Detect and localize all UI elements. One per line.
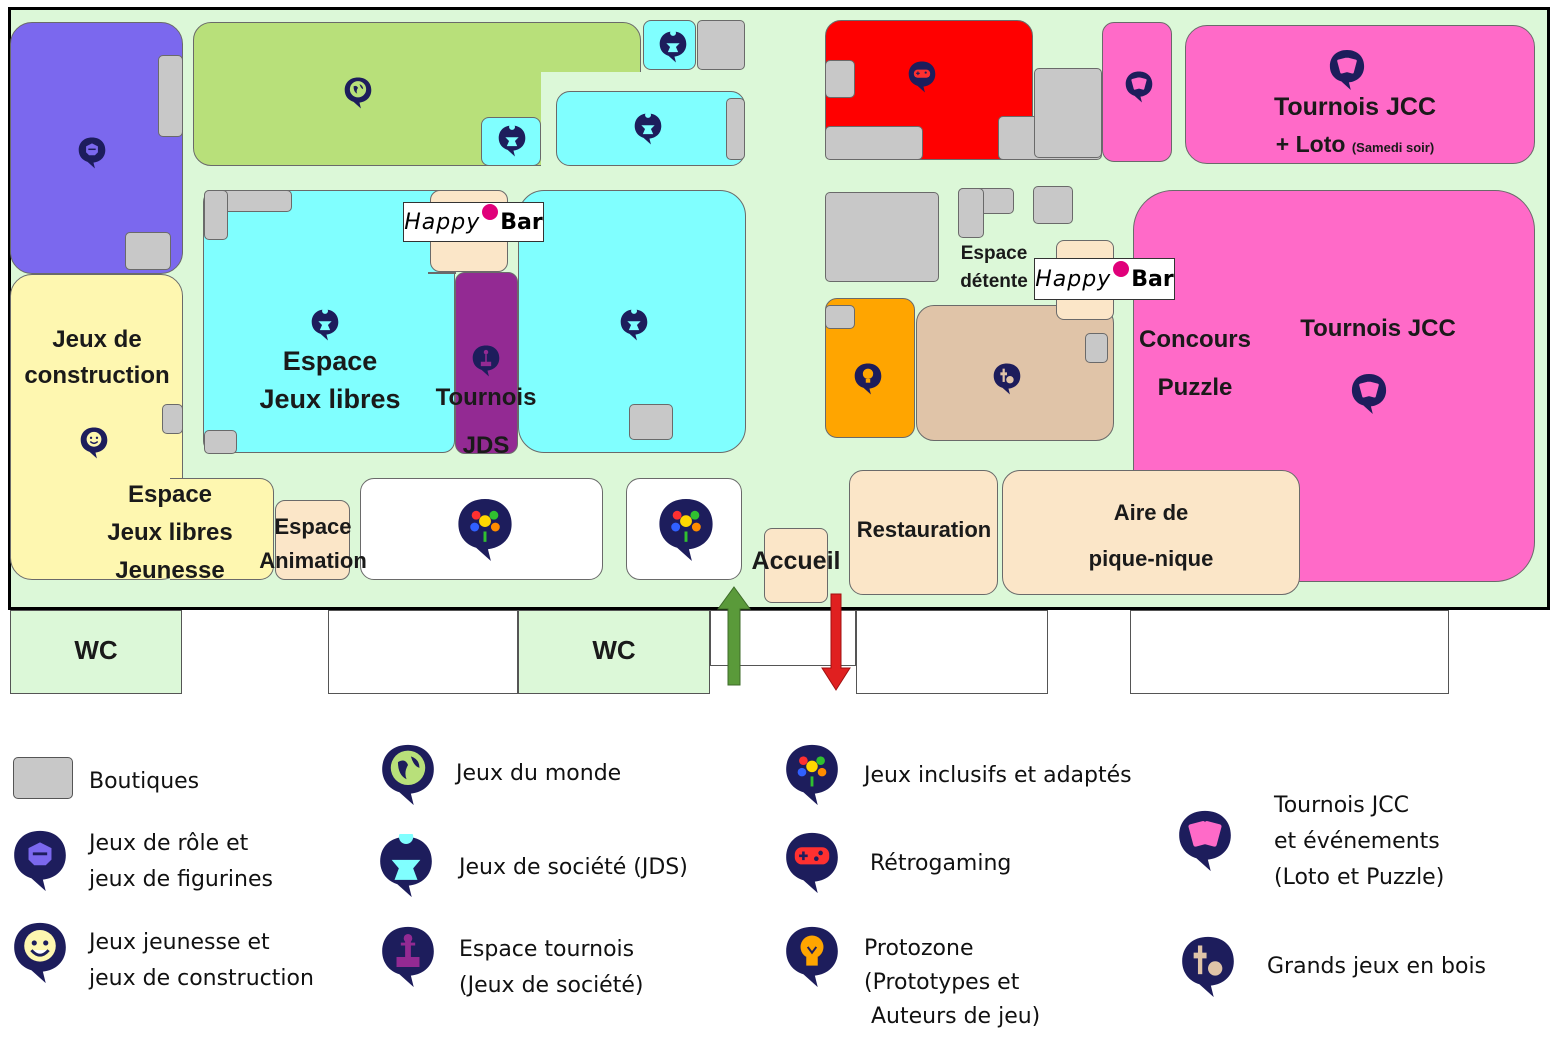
- legend-bois: Grands jeux en bois: [1267, 954, 1487, 979]
- shop[interactable]: [204, 430, 237, 454]
- inclusifs-icon: [782, 742, 842, 808]
- jds-icon: [658, 30, 688, 64]
- shop[interactable]: [825, 126, 923, 160]
- label-tournoi-jds: Tournois JDS: [435, 384, 537, 459]
- label-detente: Espace détente: [960, 243, 1028, 292]
- retro-icon: [782, 830, 842, 896]
- shop[interactable]: [1085, 333, 1108, 363]
- legend-jds: Jeux de société (JDS): [459, 855, 688, 880]
- bois-icon: [1178, 934, 1238, 1000]
- legend-monde: Jeux du monde: [456, 761, 622, 786]
- jcc-icon: [1175, 808, 1235, 874]
- legend-proto: Protozone (Prototypes et Auteurs de jeu): [864, 936, 1041, 1029]
- wc-left-label: WC: [74, 635, 118, 665]
- zone-pique-nique[interactable]: [1002, 470, 1300, 595]
- jcc-icon: [1124, 70, 1154, 104]
- tournoi-icon: [471, 344, 501, 378]
- bar-dot-icon: [1113, 261, 1130, 277]
- exit-arrow-icon: [821, 593, 851, 691]
- shop[interactable]: [162, 404, 183, 434]
- room-bottom: [856, 610, 1048, 694]
- shop[interactable]: [125, 232, 171, 270]
- legend-jcc: Tournois JCC et événements (Loto et Puzz…: [1274, 793, 1445, 890]
- shop[interactable]: [158, 55, 183, 137]
- happy-bar-text: Happy: [1035, 266, 1112, 292]
- protozone-icon: [853, 362, 883, 396]
- zone-restauration[interactable]: [849, 470, 998, 595]
- wc-left[interactable]: [10, 610, 182, 694]
- legend-role: Jeux de rôle et jeux de figurines: [89, 831, 273, 892]
- jeux-role-icon: [77, 136, 107, 170]
- zone-jeunesse[interactable]: [10, 274, 183, 580]
- zone-jeunesse-extension: [170, 478, 274, 580]
- label-restauration: Restauration: [856, 517, 992, 542]
- bar-text: Bar: [500, 209, 543, 235]
- zone-accueil[interactable]: [764, 528, 828, 603]
- label-jcc-right: Tournois JCC: [1300, 315, 1456, 342]
- zone-animation[interactable]: [275, 500, 350, 580]
- room-bottom: [328, 610, 518, 694]
- room-bottom: [1130, 610, 1449, 694]
- zone-jcc-top[interactable]: [1185, 25, 1535, 164]
- shop[interactable]: [1034, 68, 1102, 158]
- shop[interactable]: [629, 404, 673, 440]
- jcc-icon: [1328, 48, 1366, 92]
- legend-jeunesse: Jeux jeunesse et jeux de construction: [89, 930, 314, 991]
- bar-text: Bar: [1131, 266, 1174, 292]
- label-jeunesse: Espace Jeux libres Jeunesse: [107, 481, 233, 584]
- label-animation: Espace Animation: [259, 514, 367, 573]
- label-concours: Concours Puzzle: [1138, 326, 1251, 401]
- label-jcc-top: Tournois JCC: [1273, 93, 1437, 121]
- shop[interactable]: [697, 20, 745, 70]
- jeux-bois-icon: [992, 362, 1022, 396]
- shop[interactable]: [726, 98, 745, 160]
- jcc-icon: [1350, 372, 1388, 416]
- retrogaming-icon: [907, 60, 937, 94]
- protozone-icon: [782, 924, 842, 990]
- jeunesse-icon: [10, 920, 70, 986]
- legend-boutiques: Boutiques: [89, 769, 200, 794]
- jeux-monde-icon: [343, 76, 373, 110]
- shop[interactable]: [1033, 186, 1073, 224]
- label-pique-nique: Aire de pique-nique: [1088, 500, 1214, 571]
- legend-inclusifs: Jeux inclusifs et adaptés: [864, 763, 1132, 788]
- jds-icon: [376, 834, 436, 900]
- jds-icon: [310, 308, 340, 342]
- shop[interactable]: [825, 305, 855, 329]
- jds-icon: [619, 308, 649, 342]
- tournoi-icon: [378, 924, 438, 990]
- legend-boutiques-swatch: [13, 757, 73, 799]
- wc-middle[interactable]: [518, 610, 710, 694]
- entrance-arrow-icon: [717, 586, 751, 686]
- label-accueil: Accueil: [751, 547, 841, 575]
- inclusifs-icon: [656, 496, 716, 564]
- wc-middle-label: WC: [592, 635, 636, 665]
- happy-bar-text: Happy: [404, 209, 481, 235]
- legend-retro: Rétrogaming: [870, 851, 1012, 876]
- jeux-jeunesse-icon: [79, 426, 109, 460]
- happy-bar-left[interactable]: Happy Bar: [403, 202, 544, 242]
- label-loto-note: (Samedi soir): [1351, 140, 1435, 155]
- shop[interactable]: [825, 60, 855, 98]
- jds-icon: [497, 124, 527, 158]
- happy-bar-right[interactable]: Happy Bar: [1034, 258, 1175, 300]
- jds-icon: [633, 112, 663, 146]
- label-loto-text: + Loto: [1275, 131, 1346, 157]
- shop[interactable]: [204, 190, 228, 240]
- label-jeux-libres: Espace Jeux libres: [259, 346, 401, 414]
- label-construction: Jeux de construction: [24, 326, 170, 389]
- role-icon: [10, 828, 70, 894]
- monde-icon: [378, 742, 438, 808]
- bar-dot-icon: [482, 204, 499, 220]
- zone-jds-connector: [428, 272, 456, 274]
- shop[interactable]: [825, 192, 939, 282]
- shop[interactable]: [958, 188, 984, 238]
- legend-tournoi: Espace tournois (Jeux de société): [459, 937, 644, 998]
- label-loto: + Loto (Samedi soir): [1250, 131, 1460, 157]
- inclusifs-icon: [455, 496, 515, 564]
